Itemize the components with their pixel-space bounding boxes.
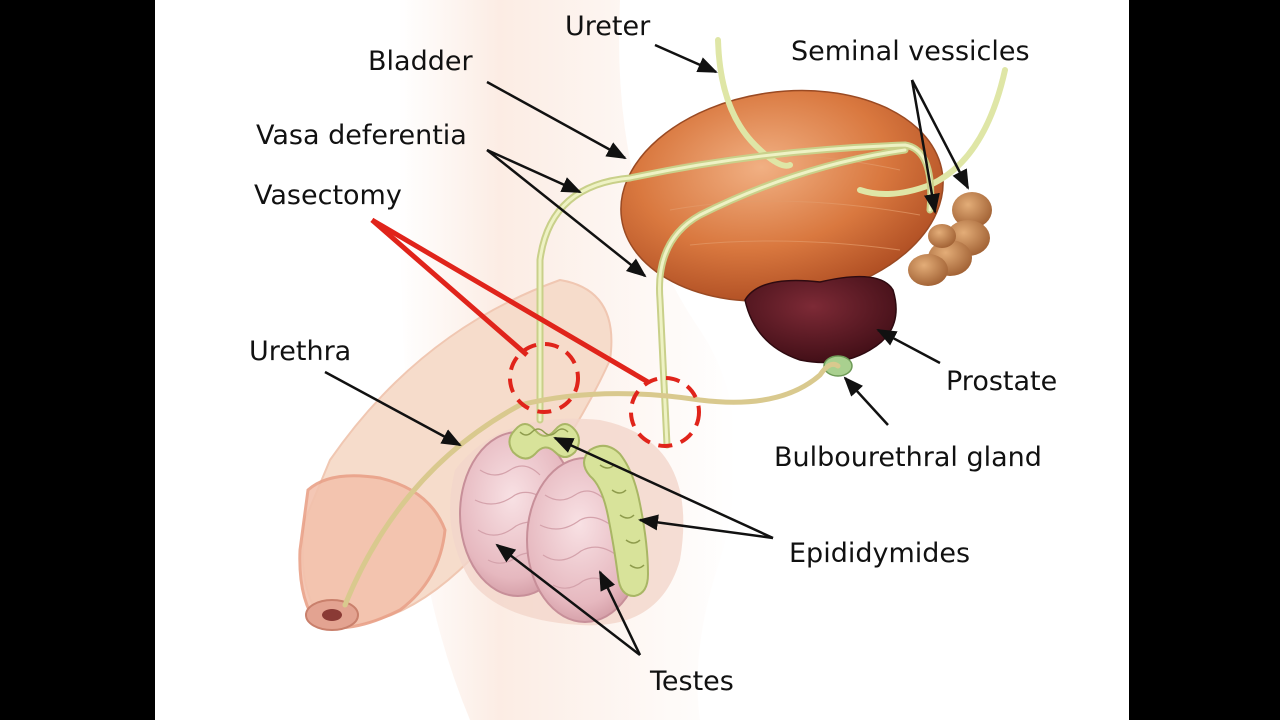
- arrow-vasa-1: [486, 148, 582, 194]
- vasectomy-markers: [370, 217, 701, 448]
- ureters: [715, 37, 1008, 197]
- label-ureter: Ureter: [565, 11, 651, 42]
- label-seminal-vesicles: Seminal vessicles: [791, 36, 1030, 67]
- arrow-seminal-1: [910, 79, 940, 214]
- arrow-bulbourethral: [843, 376, 889, 426]
- label-vasa-deferentia: Vasa deferentia: [256, 120, 467, 151]
- arrow-ureter: [654, 43, 718, 74]
- epididymis-right: [583, 444, 650, 598]
- vasectomy-circle-left: [508, 342, 580, 414]
- vasectomy-circle-right: [629, 376, 701, 448]
- arrow-testis-2: [598, 570, 642, 656]
- prostate: [744, 275, 897, 364]
- label-bladder: Bladder: [368, 46, 473, 77]
- vasa-deferentia-inner: [538, 143, 933, 447]
- arrow-vasa-2: [486, 149, 647, 278]
- label-arrows: [324, 43, 970, 656]
- arrow-bladder: [486, 80, 627, 160]
- label-bulbourethral-gland: Bulbourethral gland: [774, 442, 1042, 473]
- label-urethra: Urethra: [249, 336, 351, 367]
- label-prostate: Prostate: [946, 366, 1057, 397]
- label-vasectomy: Vasectomy: [254, 180, 402, 211]
- seminal-vesicles: [908, 192, 992, 286]
- arrow-epididymis-2: [638, 514, 774, 540]
- arrow-prostate: [876, 328, 941, 365]
- arrow-testis-1: [495, 543, 641, 656]
- arrow-epididymis-1: [553, 436, 774, 540]
- arrow-urethra: [324, 370, 462, 447]
- label-testes: Testes: [649, 666, 734, 697]
- arrow-seminal-2: [910, 79, 970, 190]
- label-epididymides: Epididymides: [789, 538, 970, 569]
